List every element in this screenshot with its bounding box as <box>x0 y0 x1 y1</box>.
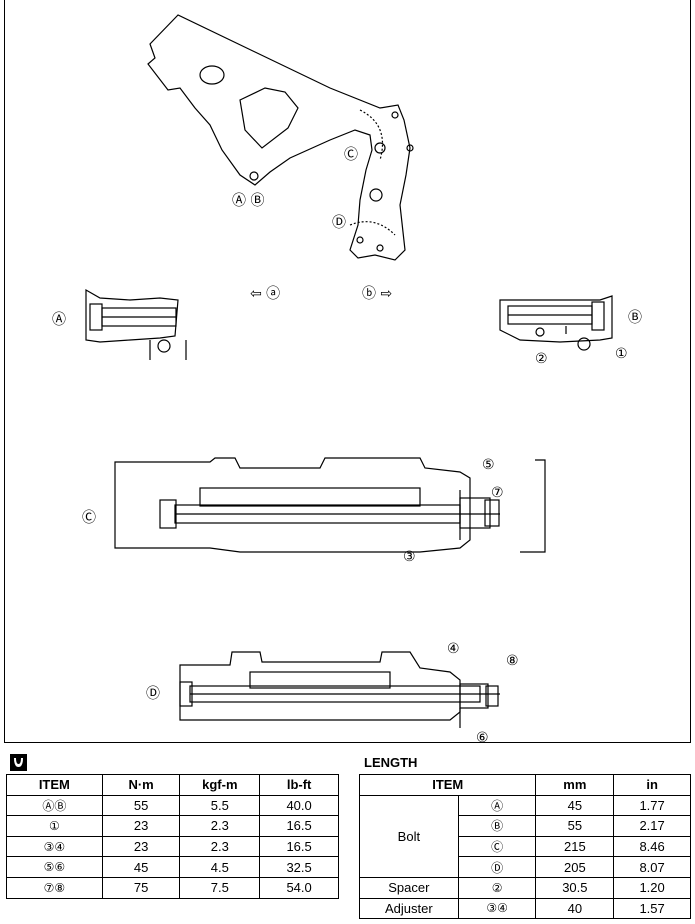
length-in: 1.77 <box>613 794 691 817</box>
callout-detail-d-4: ④ <box>447 641 460 657</box>
adjuster-label: Adjuster <box>359 897 459 920</box>
engine-mount-diagram <box>85 14 613 728</box>
table-row: Adjuster ③④ 40 1.57 <box>359 897 691 920</box>
torque-lbft: 16.5 <box>259 815 339 837</box>
header-item: ITEM <box>6 774 103 796</box>
length-mm: 205 <box>535 856 615 878</box>
callout-detail-b-2: ② <box>535 351 548 367</box>
callout-detail-d: Ⓓ <box>146 686 160 702</box>
table-row: Ⓓ 205 8.07 <box>360 856 691 878</box>
torque-kgfm: 5.5 <box>179 794 261 817</box>
length-item: Ⓑ <box>457 815 537 837</box>
bolt-label: Bolt <box>359 794 459 878</box>
table-row: Spacer ② 30.5 1.20 <box>359 876 691 899</box>
length-in: 2.17 <box>613 815 691 837</box>
length-item: Ⓓ <box>457 856 537 878</box>
length-in: 1.57 <box>613 897 691 920</box>
length-in: 1.20 <box>613 876 691 899</box>
callout-detail-c-7: ⑦ <box>491 485 504 501</box>
length-in: 8.07 <box>613 856 691 878</box>
torque-nm: 55 <box>101 794 181 817</box>
callout-frame-d: Ⓓ <box>332 215 346 231</box>
torque-item: ① <box>6 815 103 837</box>
length-mm: 40 <box>535 897 615 920</box>
header-in: in <box>613 774 691 796</box>
torque-table-header: ITEM N·m kgf-m lb-ft <box>6 774 339 796</box>
length-table-title: LENGTH <box>364 755 418 770</box>
header-lbft: lb-ft <box>259 774 339 796</box>
torque-kgfm: 7.5 <box>179 876 261 899</box>
length-mm: 215 <box>535 835 615 858</box>
frame-overview-drawing <box>147 14 414 261</box>
torque-wrench-icon <box>10 754 27 771</box>
torque-lbft: 16.5 <box>259 835 339 858</box>
header-item: ITEM <box>358 774 537 796</box>
detail-a-drawing <box>85 288 187 360</box>
torque-lbft: 54.0 <box>259 876 339 899</box>
length-item: ② <box>457 876 537 899</box>
detail-d-drawing <box>179 651 500 728</box>
length-table-header: ITEM mm in <box>358 774 691 796</box>
diagram-frame <box>4 0 691 743</box>
table-row: ③④ 23 2.3 16.5 <box>6 835 339 858</box>
torque-item: ⒶⒷ <box>6 794 103 817</box>
torque-lbft: 32.5 <box>259 856 339 878</box>
torque-lbft: 40.0 <box>259 794 339 817</box>
torque-table: ITEM N·m kgf-m lb-ft ⒶⒷ 55 5.5 40.0 ① 23… <box>6 774 339 899</box>
length-table: ITEM mm in Bolt Ⓐ 45 1.77 Ⓑ 55 2.17 Ⓒ 21… <box>358 774 691 920</box>
callout-frame-c: Ⓒ <box>344 147 358 163</box>
length-item: Ⓐ <box>457 794 537 817</box>
callout-detail-d-6: ⑥ <box>476 730 489 746</box>
callout-detail-b: Ⓑ <box>628 310 642 326</box>
header-kgfm: kgf-m <box>179 774 261 796</box>
detail-b-drawing <box>499 295 613 351</box>
table-row: Ⓒ 215 8.46 <box>360 835 691 858</box>
torque-kgfm: 2.3 <box>179 835 261 858</box>
length-item: Ⓒ <box>457 835 537 858</box>
callout-detail-b-1: ① <box>615 346 628 362</box>
length-mm: 55 <box>535 815 615 837</box>
table-row: ⑦⑧ 75 7.5 54.0 <box>6 876 339 899</box>
torque-nm: 23 <box>101 835 181 858</box>
callout-detail-a: Ⓐ <box>52 312 66 328</box>
torque-kgfm: 4.5 <box>179 856 261 878</box>
callout-frame-ab: Ⓐ Ⓑ <box>232 193 265 209</box>
torque-item: ③④ <box>6 835 103 858</box>
torque-item: ⑤⑥ <box>6 856 103 878</box>
arrow-right-callout: ⓑ ⇨ <box>362 286 393 302</box>
callout-detail-c-5: ⑤ <box>482 457 495 473</box>
table-row: Bolt Ⓐ 45 1.77 <box>359 794 691 878</box>
callout-detail-d-8: ⑧ <box>506 653 519 669</box>
arrow-left-callout: ⇦ ⓐ <box>250 286 281 302</box>
table-row: ⑤⑥ 45 4.5 32.5 <box>6 856 339 878</box>
callout-detail-c: Ⓒ <box>82 510 96 526</box>
header-nm: N·m <box>101 774 181 796</box>
table-row: ⒶⒷ 55 5.5 40.0 <box>6 794 339 817</box>
length-mm: 45 <box>535 794 615 817</box>
length-in: 8.46 <box>613 835 691 858</box>
callout-detail-c-3: ③ <box>403 549 416 565</box>
spacer-label: Spacer <box>359 876 459 899</box>
torque-nm: 75 <box>101 876 181 899</box>
torque-nm: 45 <box>101 856 181 878</box>
header-mm: mm <box>535 774 615 796</box>
table-row: ① 23 2.3 16.5 <box>6 815 339 837</box>
length-mm: 30.5 <box>535 876 615 899</box>
torque-item: ⑦⑧ <box>6 876 103 899</box>
detail-c-drawing <box>114 457 546 553</box>
torque-kgfm: 2.3 <box>179 815 261 837</box>
torque-nm: 23 <box>101 815 181 837</box>
length-item: ③④ <box>457 897 537 920</box>
